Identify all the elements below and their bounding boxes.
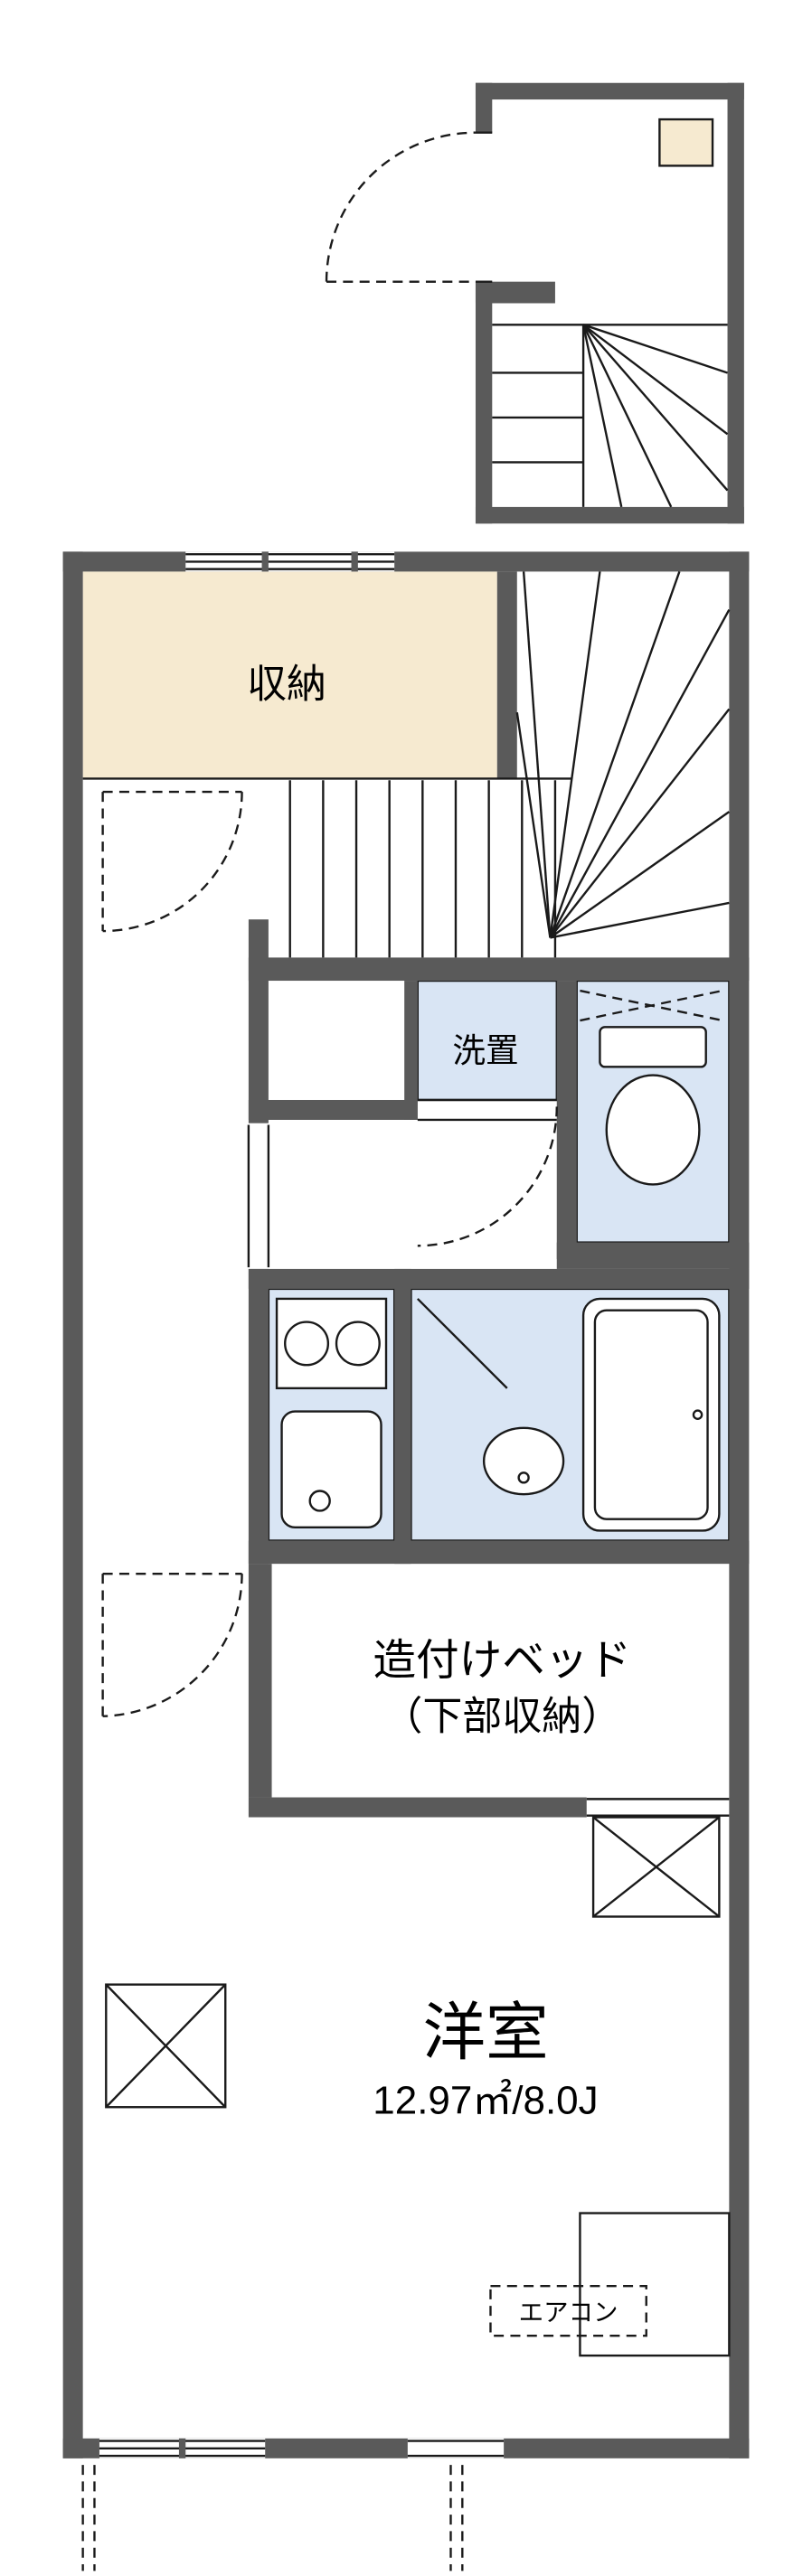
basin-drain <box>517 1471 530 1484</box>
stair-winder-tread <box>515 711 552 938</box>
bottom-window-mullion <box>178 2438 186 2458</box>
stove <box>275 1297 388 1390</box>
aircon-label-box <box>489 2284 647 2337</box>
top-window-mullion <box>351 551 358 572</box>
void-box-right-diagonal <box>592 1816 721 1918</box>
toilet-folding-door <box>580 989 723 1022</box>
storage-label: 収納 <box>247 663 326 707</box>
stair-winder-tread <box>549 811 731 939</box>
hall-washroom-wall <box>248 1099 418 1120</box>
laundry-label: 洗置 <box>452 1032 518 1069</box>
upper-wall-left-a <box>475 82 493 133</box>
bed-label-line1: 造付けベッド <box>373 1637 631 1685</box>
upper-shelf <box>658 118 714 167</box>
kitchen-bath-divider-wall <box>394 1268 411 1565</box>
stove-burner <box>284 1321 330 1367</box>
bed-label-line2: （下部収納） <box>382 1694 621 1738</box>
toilet-tank <box>599 1026 707 1068</box>
bathtub-handle <box>692 1409 703 1420</box>
upper-stair-winder <box>582 324 729 492</box>
upper-stair-unit <box>325 82 744 524</box>
bath-door-line <box>416 1298 508 1389</box>
upper-wall-stub <box>475 281 555 304</box>
storage-right-wall <box>496 571 517 779</box>
void-box-left-diagonal <box>105 1983 227 2109</box>
stair-winder-tread <box>550 901 730 939</box>
toilet-bowl <box>605 1074 701 1186</box>
upper-stair-winder <box>582 324 729 436</box>
bathtub <box>581 1297 721 1532</box>
main-wall-right <box>729 551 750 2458</box>
aircon-unit <box>579 2212 731 2357</box>
bathtub-inner <box>593 1309 709 1520</box>
top-window-mullion <box>261 551 269 572</box>
bath-bottom-wall <box>248 1540 750 1565</box>
hall-kitchen-wall-upper <box>248 919 269 1123</box>
washroom-door-swing-arc <box>417 1106 558 1247</box>
stair-bottom-wall <box>248 957 750 982</box>
storage-room <box>82 571 497 779</box>
main-wall-top <box>62 551 750 572</box>
bed-left-wall <box>248 1564 272 1798</box>
bed-door-swing-arc <box>102 1574 243 1717</box>
sink-drain <box>308 1490 331 1512</box>
kitchen-bath-top-wall <box>248 1268 750 1289</box>
main-floor: 収納 洗置 造付けベッド （下部収納） 洋室 12.97㎡/8.0J エアコン <box>62 551 750 2571</box>
upper-wall-bottom <box>475 506 744 524</box>
toilet-bottom-wall <box>556 1242 750 1269</box>
stair-winder-tread <box>549 708 731 939</box>
laundry-toilet-wall <box>556 981 577 1259</box>
upper-door-swing-arc <box>325 131 476 282</box>
stair-winder-tread <box>549 608 731 938</box>
hall-kitchen-wall-lower <box>248 1268 269 1565</box>
room-label: 洋室 <box>422 1998 548 2068</box>
upper-stair-winder <box>581 324 623 508</box>
hall-door-swing-arc <box>102 792 243 933</box>
upper-wall-left-b <box>475 281 493 524</box>
room-size-label: 12.97㎡/8.0J <box>373 2079 598 2123</box>
void-box-right <box>591 1816 721 1918</box>
void-box-left <box>105 1983 227 2109</box>
upper-stair-winder <box>582 324 728 374</box>
stair-winder-tread <box>549 571 601 938</box>
laundry-left-wall <box>404 981 418 1120</box>
main-wall-left <box>62 551 83 2458</box>
stair-winder-tread <box>522 571 552 938</box>
stair-winder-tread <box>549 570 681 938</box>
bed-bottom-wall <box>248 1797 587 1818</box>
bottom-window-opening <box>407 2438 505 2458</box>
bath-basin <box>482 1426 565 1496</box>
aircon-label: エアコン <box>519 2299 618 2327</box>
upper-stair-winder <box>582 324 673 508</box>
upper-wall-right <box>727 82 744 524</box>
stove-burner <box>335 1321 381 1367</box>
kitchen-sink <box>280 1410 382 1529</box>
upper-wall-top <box>475 82 744 100</box>
